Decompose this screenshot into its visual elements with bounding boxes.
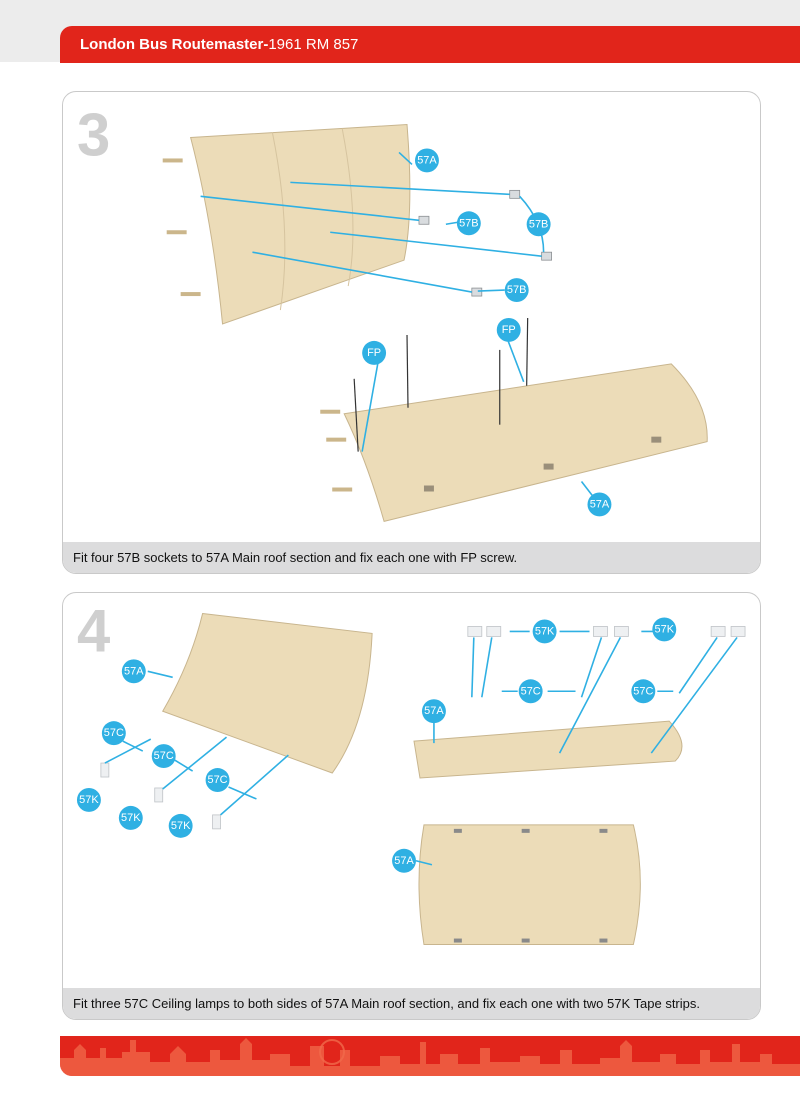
roof-section-lower: [320, 363, 708, 523]
roof-section-bottom: [418, 824, 641, 946]
callout-57a-right: 57A: [421, 699, 446, 724]
callout-57k-5: 57K: [652, 617, 677, 642]
svg-text:57K: 57K: [535, 625, 555, 637]
callout-57a-bottom: 57A: [392, 848, 416, 873]
footer-skyline-band: [60, 1036, 800, 1076]
svg-text:57B: 57B: [459, 217, 478, 229]
svg-text:57K: 57K: [171, 820, 191, 832]
svg-text:57C: 57C: [208, 774, 228, 786]
svg-text:57A: 57A: [394, 855, 414, 867]
callout-fp-2: FP: [496, 317, 521, 342]
callout-57c-5: 57C: [631, 679, 656, 704]
step-4-caption: Fit three 57C Ceiling lamps to both side…: [63, 988, 760, 1019]
svg-text:57C: 57C: [521, 685, 541, 697]
step-3-number: 3: [77, 101, 110, 168]
step-3-illustration: 3: [77, 101, 708, 523]
callout-57k-1: 57K: [76, 787, 101, 812]
svg-text:FP: FP: [367, 347, 381, 359]
svg-text:57C: 57C: [633, 685, 653, 697]
svg-text:FP: FP: [502, 324, 516, 336]
callout-57c-4: 57C: [518, 679, 543, 704]
svg-text:57C: 57C: [154, 750, 174, 762]
london-skyline-graphic: [60, 1038, 800, 1076]
roof-section-upper: [162, 124, 411, 325]
roof-section-left: [161, 612, 373, 774]
svg-text:57B: 57B: [529, 218, 549, 230]
callout-57k-3: 57K: [168, 813, 193, 838]
callout-57b-3: 57B: [504, 278, 529, 303]
step-4-panel: 4: [62, 592, 761, 1020]
header-title-rest: 1961 RM 857: [268, 36, 359, 53]
page-header: London Bus Routemaster-1961 RM 857: [60, 26, 800, 63]
callout-57k-2: 57K: [118, 805, 143, 830]
callout-57b-1: 57B: [456, 211, 481, 236]
svg-text:57K: 57K: [655, 623, 675, 635]
callout-57c-3: 57C: [205, 768, 230, 792]
svg-text:57C: 57C: [104, 727, 124, 739]
svg-text:57B: 57B: [507, 284, 527, 296]
svg-text:57A: 57A: [417, 154, 437, 166]
svg-text:57A: 57A: [124, 665, 144, 677]
callout-fp-1: FP: [362, 340, 387, 365]
header-title-bold: London Bus Routemaster-: [80, 36, 269, 53]
callout-57a-lower: 57A: [587, 492, 612, 517]
roof-section-right: [413, 720, 683, 779]
callout-57b-2: 57B: [526, 212, 551, 237]
step-4-illustration: 4: [76, 597, 746, 946]
svg-text:57A: 57A: [424, 705, 444, 717]
svg-text:57K: 57K: [121, 812, 141, 824]
callout-57a-upper: 57A: [414, 148, 439, 173]
callout-57c-1: 57C: [101, 721, 126, 746]
step-3-caption: Fit four 57B sockets to 57A Main roof se…: [63, 542, 760, 573]
step-3-panel: 3: [62, 91, 761, 574]
callout-57k-4: 57K: [532, 619, 557, 644]
callout-57c-2: 57C: [151, 744, 176, 769]
step-4-number: 4: [77, 597, 110, 664]
svg-text:57K: 57K: [79, 794, 99, 806]
callout-57a-left: 57A: [121, 659, 146, 684]
svg-text:57A: 57A: [590, 498, 610, 510]
